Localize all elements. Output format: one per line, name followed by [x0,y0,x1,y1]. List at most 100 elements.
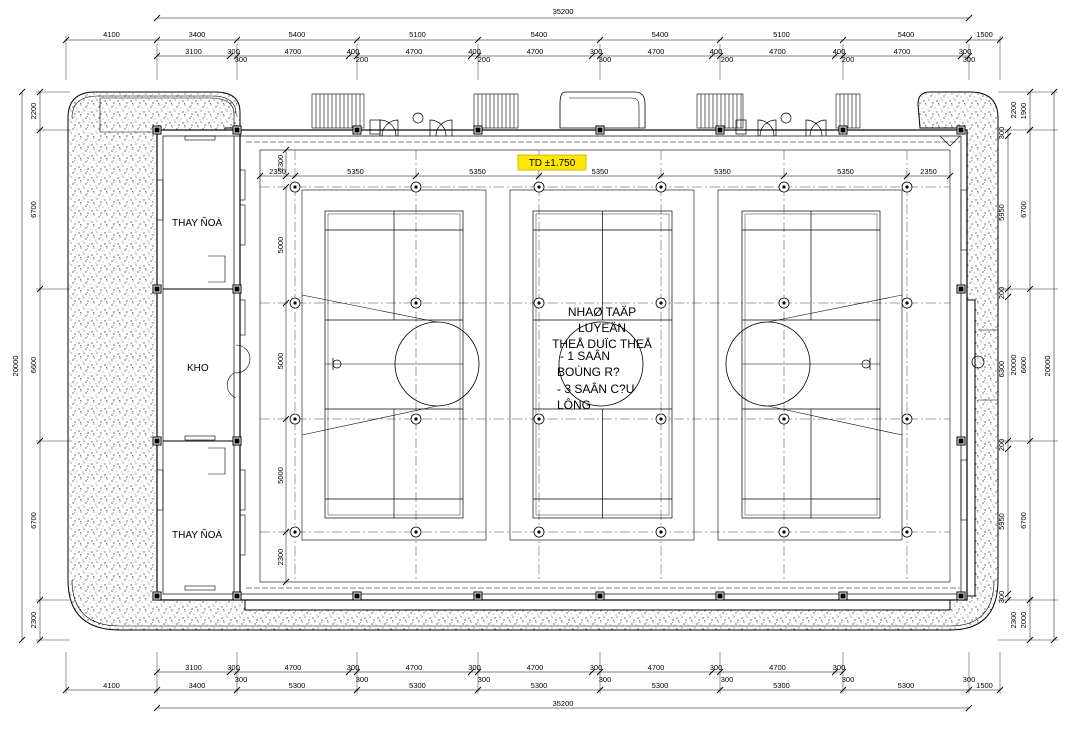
dimension-label: 4700 [648,47,665,56]
dimension-label: 300 [468,663,481,672]
dimension-label: 200 [478,55,491,64]
dimension-label: 400 [347,47,360,56]
grid-marker-dot [537,417,541,421]
structural-columns [152,125,966,601]
grid-marker-dot [905,530,909,534]
grid-marker-dot [782,185,786,189]
dimension-label: 5400 [289,30,306,39]
column-core [154,127,160,133]
dimension-label: 20000 [11,356,20,377]
hall-label-line: BOÙNG R? [557,364,620,379]
dimension-label: 4700 [406,47,423,56]
dimension-label: 5300 [652,681,669,690]
level-tag-text: TD ±1.750 [529,158,576,169]
dimension-label: 6700 [1019,201,1028,218]
column-core [354,127,360,133]
dimension-label: 300 [590,663,603,672]
dimension-label: 6700 [1019,512,1028,529]
column-core [958,438,964,444]
dimension-label: 6700 [29,512,38,529]
column-core [840,127,846,133]
dimension-label: 200 [997,287,1006,300]
dimension-label: 2300 [29,612,38,629]
courts [301,189,903,541]
grid-marker-dot [414,185,418,189]
grid-marker-dot [659,417,663,421]
dimension-label: 3100 [185,663,202,672]
dimension-label: 300 [590,47,603,56]
dimension-label: 200 [721,55,734,64]
column-core [154,593,160,599]
column-core [717,593,723,599]
grid-marker-dot [414,530,418,534]
badminton-court [741,210,881,519]
grid-marker-dot [293,530,297,534]
grid-marker-dot [905,417,909,421]
grid-marker-dot [293,417,297,421]
dimension-label: 300 [997,591,1006,604]
dimension-label: 4700 [894,47,911,56]
dimension-label: 5000 [276,467,285,484]
dimension-label: 4700 [285,663,302,672]
column-core [475,593,481,599]
dimension-label: 1500 [976,681,993,690]
dimension-label: 5950 [997,513,1006,530]
column-core [234,286,240,292]
grid-lines [260,150,950,582]
dimension-label: 300 [227,47,240,56]
column-core [475,127,481,133]
column-core [717,127,723,133]
dimension-label: 300 [721,675,734,684]
dimension-label: 1500 [976,30,993,39]
column-core [597,593,603,599]
grid-marker-dot [537,185,541,189]
dimension-label: 5400 [898,30,915,39]
windows [156,135,968,591]
dimension-label: 2200 [29,103,38,120]
dimension-label: 300 [963,675,976,684]
dimension-label: 5350 [469,167,486,176]
dimension-label: 6700 [29,201,38,218]
dimension-label: 35200 [553,7,574,16]
dimension-label: 300 [235,675,248,684]
dimension-label: 2350 [920,167,937,176]
hall-label-line: - 3 SAÂN C?U [557,381,634,396]
grid-marker-dot [293,185,297,189]
stairs [311,93,861,129]
dimension-label: 5950 [997,204,1006,221]
column-core [154,438,160,444]
dimension-label: 2300 [276,549,285,566]
dimension-label: 4700 [406,663,423,672]
dimension-label: 300 [959,47,972,56]
grid-marker-dot [782,301,786,305]
grid-markers [289,181,913,538]
dimension-label: 300 [356,675,369,684]
grid-marker-dot [537,301,541,305]
dimension-label: 5300 [898,681,915,690]
column-core [840,593,846,599]
hall-label-line: NHAØ TAÄP [568,305,636,319]
dimension-label: 400 [468,47,481,56]
dimension-label: 6300 [997,361,1006,378]
grid-marker-dot [782,530,786,534]
column-core [154,286,160,292]
dimension-label: 300 [710,663,723,672]
dimension-label: 300 [963,55,976,64]
dimension-label: 4100 [103,30,120,39]
dimension-label: 5350 [347,167,364,176]
column-core [234,127,240,133]
grid-marker-dot [905,301,909,305]
column-core [958,286,964,292]
hall-label-line: LÔNG [557,397,591,412]
dimension-label: 20000 [1043,356,1052,377]
grid-marker-dot [414,301,418,305]
badminton-court [324,210,464,519]
dimension-label: 300 [842,675,855,684]
dimension-label: 400 [833,47,846,56]
room-label-change-bottom: THAY ÑOÀ [172,528,223,541]
grid-marker-dot [414,417,418,421]
building-walls [156,129,999,601]
dimension-label: 300 [599,675,612,684]
dimension-label: 5100 [409,30,426,39]
